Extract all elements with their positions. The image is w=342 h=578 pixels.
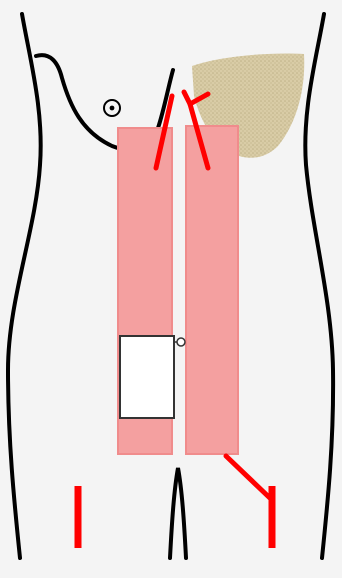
port-reservoir-icon <box>120 336 174 418</box>
right-groin-incision-icon <box>226 456 272 548</box>
torso-right-outline-icon <box>305 14 333 558</box>
nipple-icon <box>104 100 120 116</box>
right-flap-icon <box>186 126 238 454</box>
crotch-outline-icon <box>170 468 186 558</box>
torso-left-outline-icon <box>8 14 41 558</box>
port-valve-icon <box>174 338 185 346</box>
